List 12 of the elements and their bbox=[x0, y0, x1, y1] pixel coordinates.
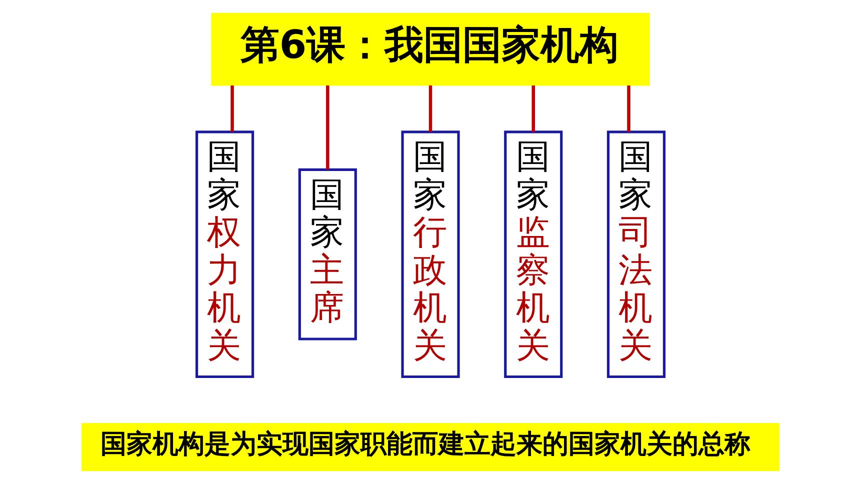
node-box: 第6课：我国国家机构 bbox=[210, 12, 650, 86]
node-box: 国家机构是为实现国家职能而建立起来的国家机关的总称 bbox=[81, 422, 779, 472]
node-box: 国家 监察机关 bbox=[504, 130, 562, 378]
connector bbox=[531, 86, 534, 132]
connector bbox=[230, 86, 234, 132]
node-box: 国家 主席 bbox=[298, 168, 356, 340]
connector bbox=[428, 86, 432, 132]
node-box: 国家 权力机关 bbox=[194, 130, 254, 378]
connector bbox=[326, 86, 329, 170]
connector bbox=[626, 86, 630, 132]
node-box: 国家 行政机关 bbox=[400, 130, 460, 378]
node-box: 国家 司法机关 bbox=[606, 130, 666, 378]
